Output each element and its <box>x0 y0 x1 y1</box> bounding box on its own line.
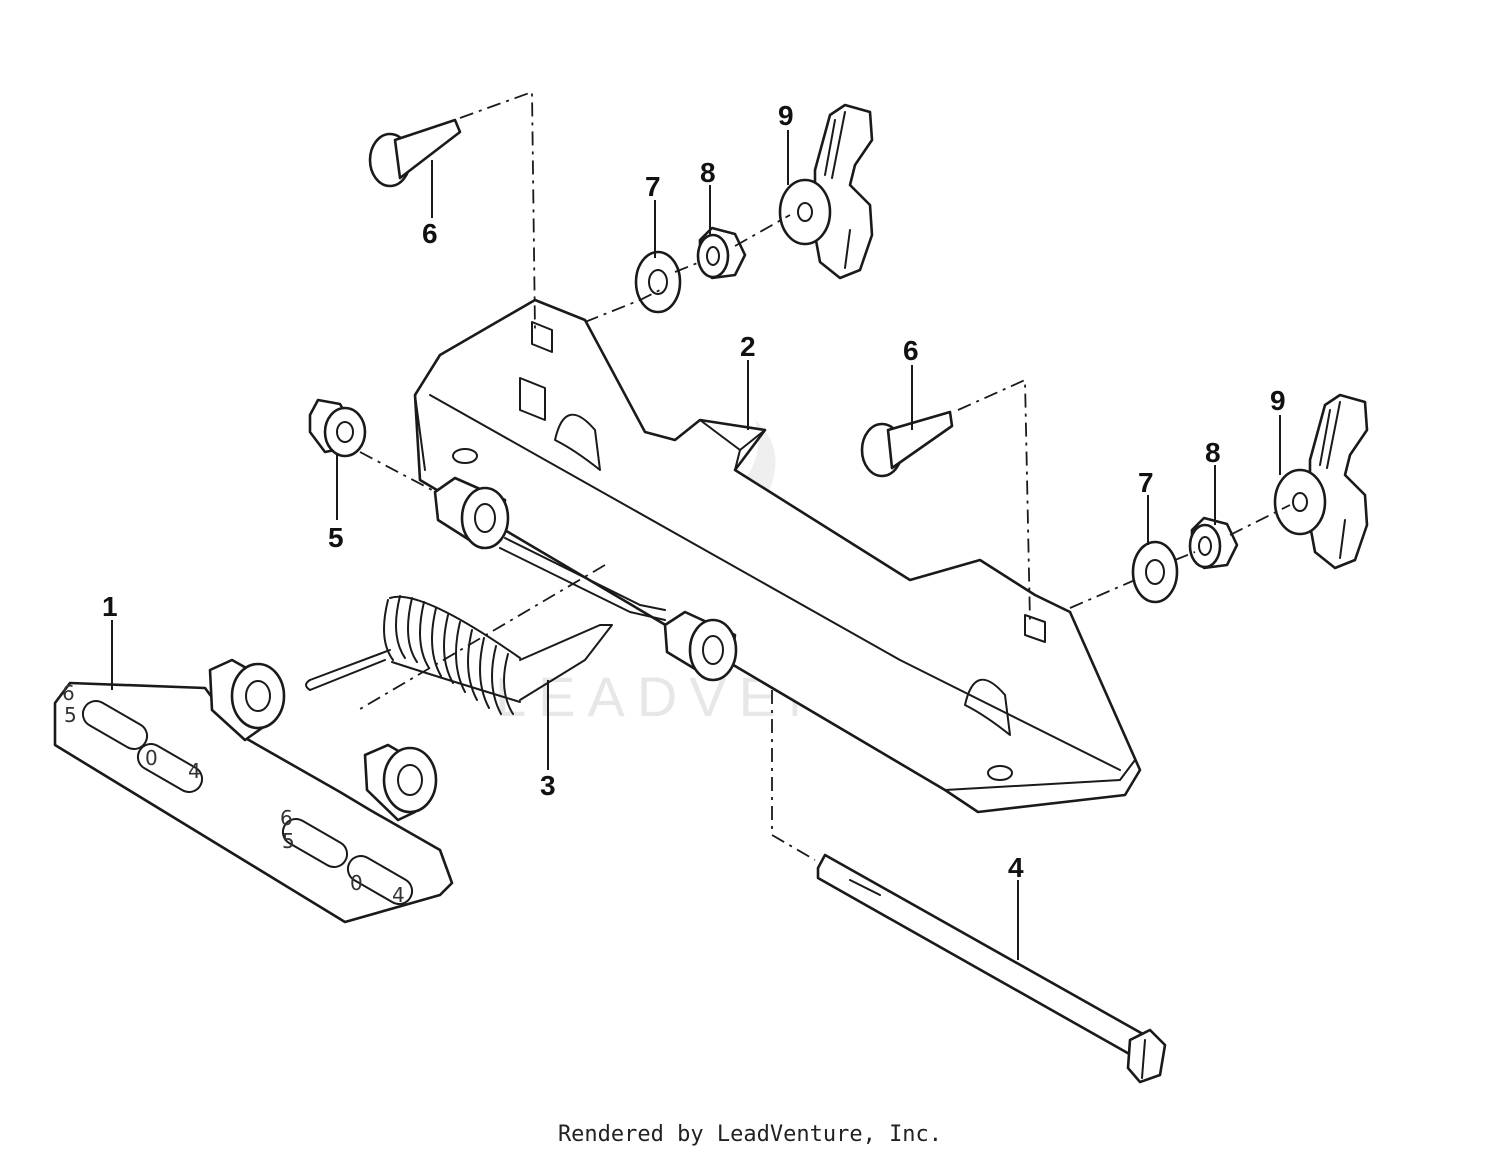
callout-part-1: 1 <box>102 591 118 622</box>
part-6-bolt-upper <box>368 118 462 188</box>
callout-part-3: 3 <box>540 770 556 801</box>
callout-part-6-lower: 6 <box>903 335 919 366</box>
callout-part-8-upper: 8 <box>700 157 716 188</box>
plate-stamp: 5 <box>282 829 295 853</box>
part-7-washer-upper <box>634 250 682 314</box>
plate-stamp: 4 <box>188 759 201 783</box>
plate-stamp: 4 <box>392 883 405 907</box>
assembly-leaders <box>354 90 1291 861</box>
callout-part-7-lower: 7 <box>1138 467 1154 498</box>
part-6-bolt-lower <box>860 410 954 478</box>
part-3-spring <box>305 595 613 715</box>
plate-stamp: 0 <box>350 871 363 895</box>
callout-part-6-upper: 6 <box>422 218 438 249</box>
callout-part-5: 5 <box>328 522 344 553</box>
part-8-nut-lower <box>1188 516 1239 570</box>
part-5-nut <box>308 398 367 458</box>
part-7-washer-lower <box>1131 540 1179 604</box>
part-4-bolt <box>816 853 1167 1084</box>
callout-part-7-upper: 7 <box>645 171 661 202</box>
callout-part-4: 4 <box>1008 852 1024 883</box>
callout-part-9-lower: 9 <box>1270 385 1286 416</box>
callout-part-2: 2 <box>740 331 756 362</box>
part-9-knob-upper <box>778 103 874 280</box>
callout-lines <box>111 130 1281 960</box>
plate-stamp: 6 <box>280 806 293 830</box>
render-credit: Rendered by LeadVenture, Inc. <box>557 1122 943 1147</box>
part-9-knob-lower <box>1273 393 1369 570</box>
callout-part-8-lower: 8 <box>1205 437 1221 468</box>
plate-stamp: 0 <box>145 746 158 770</box>
part-1-plate: 6 5 0 4 6 5 0 4 <box>53 658 454 924</box>
callout-part-9-upper: 9 <box>778 100 794 131</box>
bracket-bushings <box>433 476 738 682</box>
part-8-nut-upper <box>696 226 747 280</box>
plate-stamp: 5 <box>64 703 77 727</box>
callout-labels: 1 2 3 4 5 6 6 7 7 8 8 9 9 <box>102 100 1286 883</box>
part-2-bracket <box>413 298 1142 814</box>
plate-stamp: 6 <box>62 681 75 705</box>
